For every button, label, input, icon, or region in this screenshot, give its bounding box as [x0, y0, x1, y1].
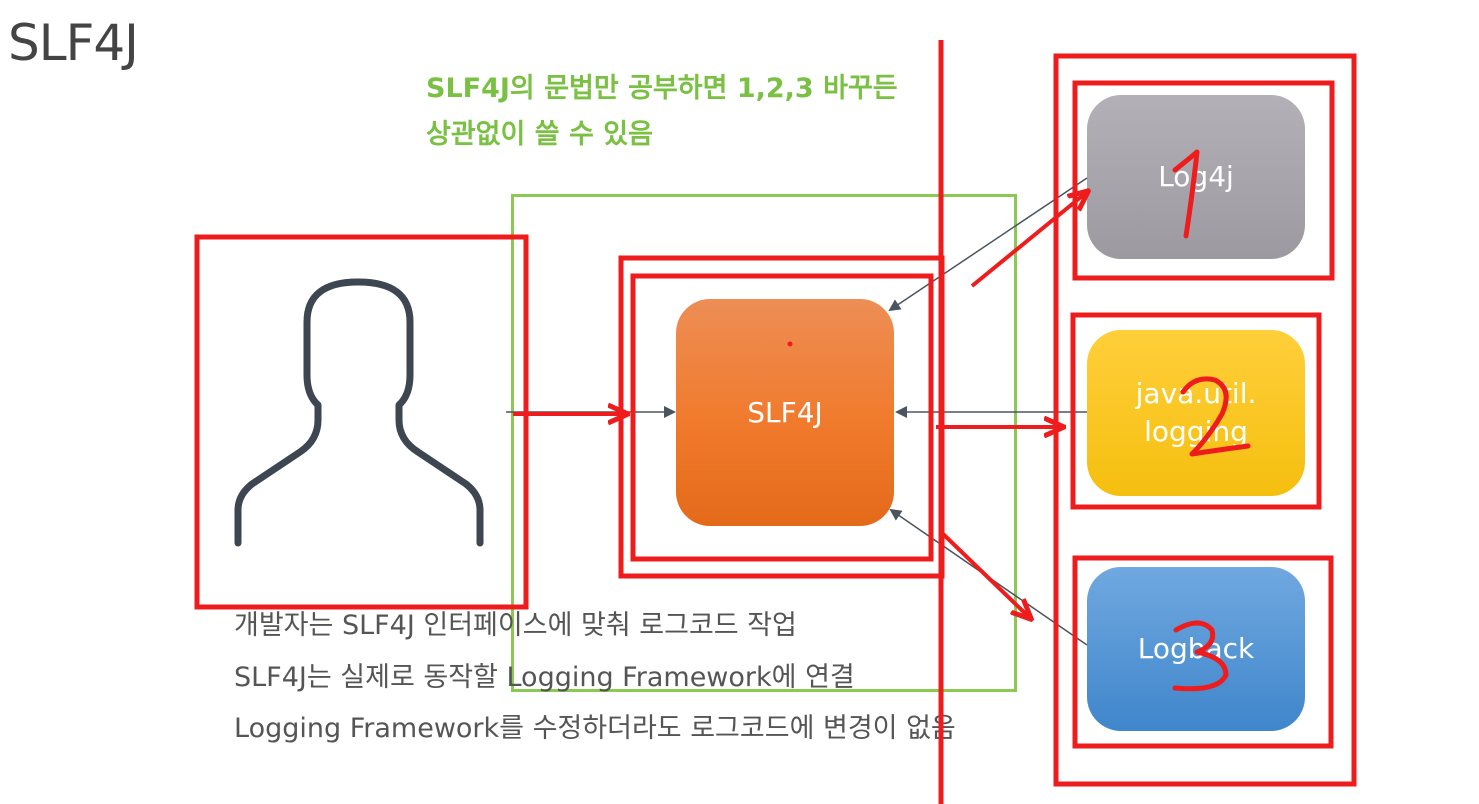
- slf4j-label: SLF4J: [747, 395, 823, 429]
- red-arrow-slf4j-log4j: [970, 192, 1087, 288]
- handwritten-2: [1180, 376, 1251, 457]
- java-util-logging-box: java.util. logging: [1087, 330, 1305, 496]
- logback-highlight: [1072, 555, 1334, 749]
- red-arrow-slf4j-logback: [939, 530, 1030, 618]
- handwritten-1: [1172, 149, 1200, 239]
- slf4j-box: SLF4J: [676, 299, 894, 526]
- log4j-highlight: [1072, 80, 1335, 281]
- slf4j-outer-highlight: [618, 255, 945, 579]
- handwritten-numbers: [1172, 149, 1251, 692]
- annotation-note-line1: SLF4J의 문법만 공부하면 1,2,3 바꾸든: [426, 73, 898, 104]
- slide-title: SLF4J: [8, 14, 139, 72]
- handwritten-3: [1172, 620, 1229, 692]
- annotation-note-line2: 상관없이 쓸 수 있음: [426, 119, 653, 150]
- developer-highlight: [194, 234, 529, 610]
- slf4j-inner-highlight: [630, 273, 934, 562]
- description-line-3: Logging Framework를 수정하더라도 로그코드에 변경이 없음: [234, 713, 956, 744]
- frameworks-highlight: [1053, 53, 1357, 787]
- jul-label-line2: logging: [1144, 415, 1248, 448]
- person-silhouette-icon: [234, 278, 484, 547]
- logback-label: Logback: [1137, 632, 1255, 665]
- slf4j-green-frame: [511, 194, 1017, 692]
- description-line-2: SLF4J는 실제로 동작할 Logging Framework에 연결: [234, 662, 855, 693]
- red-arrows: [513, 192, 1087, 618]
- jul-highlight: [1070, 312, 1322, 510]
- logback-box: Logback: [1087, 567, 1305, 731]
- description-line-1: 개발자는 SLF4J 인터페이스에 맞춰 로그코드 작업: [234, 610, 797, 641]
- red-dot-marker: [787, 341, 793, 347]
